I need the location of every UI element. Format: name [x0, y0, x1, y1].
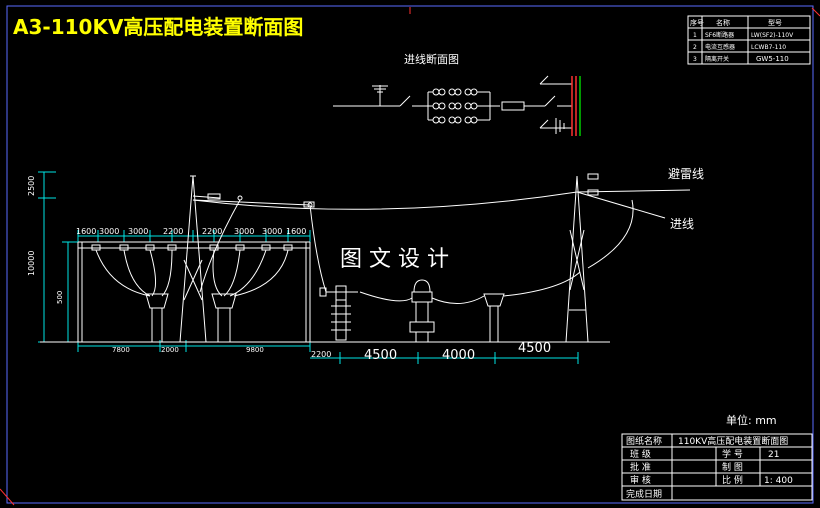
dim-top: 3000 — [128, 227, 148, 236]
title-block-label: 批 准 — [630, 461, 651, 473]
equipment-table: 序号 名称 型号 1 SF6断路器 LW(SF2)-110V 2 电流互感器 L… — [687, 15, 811, 65]
table-row: GW5-110 — [756, 55, 789, 63]
table-row: LW(SF2)-110V — [751, 32, 794, 39]
corner-mark — [0, 488, 15, 506]
title-block-label: 完成日期 — [626, 488, 662, 500]
table-row: 1 — [693, 32, 697, 39]
dim-top: 2200 — [202, 227, 222, 236]
title-block-label: 班 级 — [630, 448, 651, 460]
drawing-frame — [6, 5, 814, 504]
title-block-label: 审 核 — [630, 474, 651, 486]
dim-vertical-upper: 2500 — [27, 176, 36, 196]
title-block-label: 比 例 — [722, 474, 743, 486]
unit-label: 单位: mm — [726, 413, 777, 427]
table-row: 2 — [693, 44, 697, 51]
dim-top: 3000 — [99, 227, 119, 236]
title-block-value: 110KV高压配电装置断面图 — [678, 435, 788, 447]
dim-top: 3000 — [234, 227, 254, 236]
lightning-wire-label: 避雷线 — [668, 167, 704, 181]
dim-bottom-large: 4000 — [442, 348, 475, 363]
table-row: 3 — [693, 56, 697, 63]
title-block-value: 21 — [768, 450, 779, 460]
dimension-lines — [38, 171, 579, 364]
table-header-model: 型号 — [768, 18, 782, 27]
dim-top: 1600 — [76, 227, 96, 236]
table-row: LCWB7-110 — [751, 44, 786, 51]
dim-bottom: 2000 — [161, 346, 179, 354]
substation-structures — [40, 173, 691, 343]
table-header-no: 序号 — [690, 18, 704, 27]
table-row: 隔离开关 — [705, 55, 729, 63]
incoming-section-title: 进线断面图 — [404, 52, 459, 66]
dim-top: 1600 — [286, 227, 306, 236]
single-line-schematic — [333, 75, 572, 134]
table-row: 电流互感器 — [705, 43, 735, 51]
dim-top: 3000 — [262, 227, 282, 236]
title-block-label: 图纸名称 — [626, 435, 662, 447]
title-block-label: 制 图 — [722, 461, 743, 473]
dim-vertical-main: 10000 — [27, 251, 36, 276]
table-row: SF6断路器 — [705, 31, 734, 39]
page-title: A3-110KV高压配电装置断面图 — [13, 15, 303, 39]
title-block-value: 1: 400 — [764, 476, 793, 486]
table-header-name: 名称 — [716, 18, 730, 27]
dim-bottom-large: 4500 — [364, 348, 397, 363]
title-block — [621, 433, 813, 501]
dim-vertical-lower: 500 — [56, 291, 64, 304]
dim-bottom-large: 4500 — [518, 341, 551, 356]
title-block-label: 学 号 — [722, 448, 743, 460]
watermark-text: 图 文 设 计 — [340, 247, 449, 272]
dim-bottom: 2200 — [311, 350, 331, 359]
dim-top: 2200 — [163, 227, 183, 236]
incoming-line-label: 进线 — [670, 217, 694, 231]
dim-bottom: 7800 — [112, 346, 130, 354]
dim-bottom: 9800 — [246, 346, 264, 354]
